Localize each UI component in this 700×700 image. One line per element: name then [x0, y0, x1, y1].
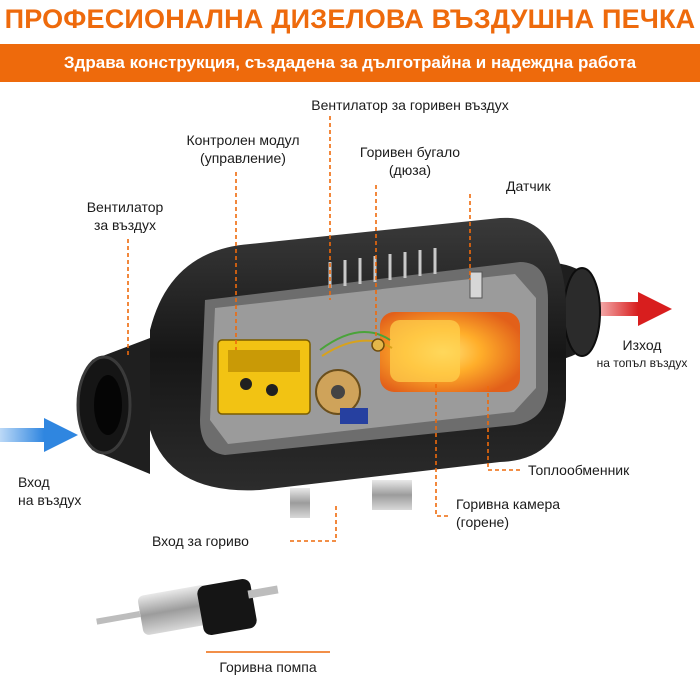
hot-air-outlet-arrow-icon	[598, 292, 672, 326]
page-title: ПРОФЕСИОНАЛНА ДИЗЕЛОВА ВЪЗДУШНА ПЕЧКА	[4, 4, 696, 34]
label-hot-air-outlet-sub: на топъл въздух	[597, 356, 688, 370]
fuel-pump-illustration	[96, 578, 279, 636]
label-control-module: Контролен модул	[186, 132, 299, 148]
heater-body	[76, 217, 601, 518]
label-combustion-chamber: Горивна камера	[456, 496, 560, 512]
label-air-fan-sub: за въздух	[94, 217, 156, 233]
label-air-fan: Вентилатор	[87, 199, 164, 215]
label-fuel-pump: Горивна помпа	[219, 659, 316, 675]
label-fuel-nozzle-sub: (дюза)	[389, 162, 431, 178]
label-combustion-chamber-sub: (горене)	[456, 514, 509, 530]
subtitle-text: Здрава конструкция, създадена за дълготр…	[63, 53, 637, 72]
label-combustion-air-fan: Вентилатор за горивен въздух	[311, 97, 508, 113]
label-fuel-inlet: Вход за гориво	[152, 533, 249, 549]
leader-lines	[127, 116, 520, 542]
label-air-inlet-sub: на въздух	[18, 492, 81, 508]
label-hot-air-outlet: Изход	[623, 337, 662, 353]
label-heat-exchanger: Топлообменник	[528, 462, 630, 478]
label-fuel-nozzle: Горивен бугало	[360, 144, 460, 160]
air-inlet-arrow-icon	[0, 418, 78, 452]
subtitle-banner: Здрава конструкция, създадена за дълготр…	[0, 44, 700, 82]
label-air-inlet: Вход	[18, 474, 50, 490]
label-sensor: Датчик	[506, 178, 551, 194]
label-control-module-sub: (управление)	[200, 150, 286, 166]
